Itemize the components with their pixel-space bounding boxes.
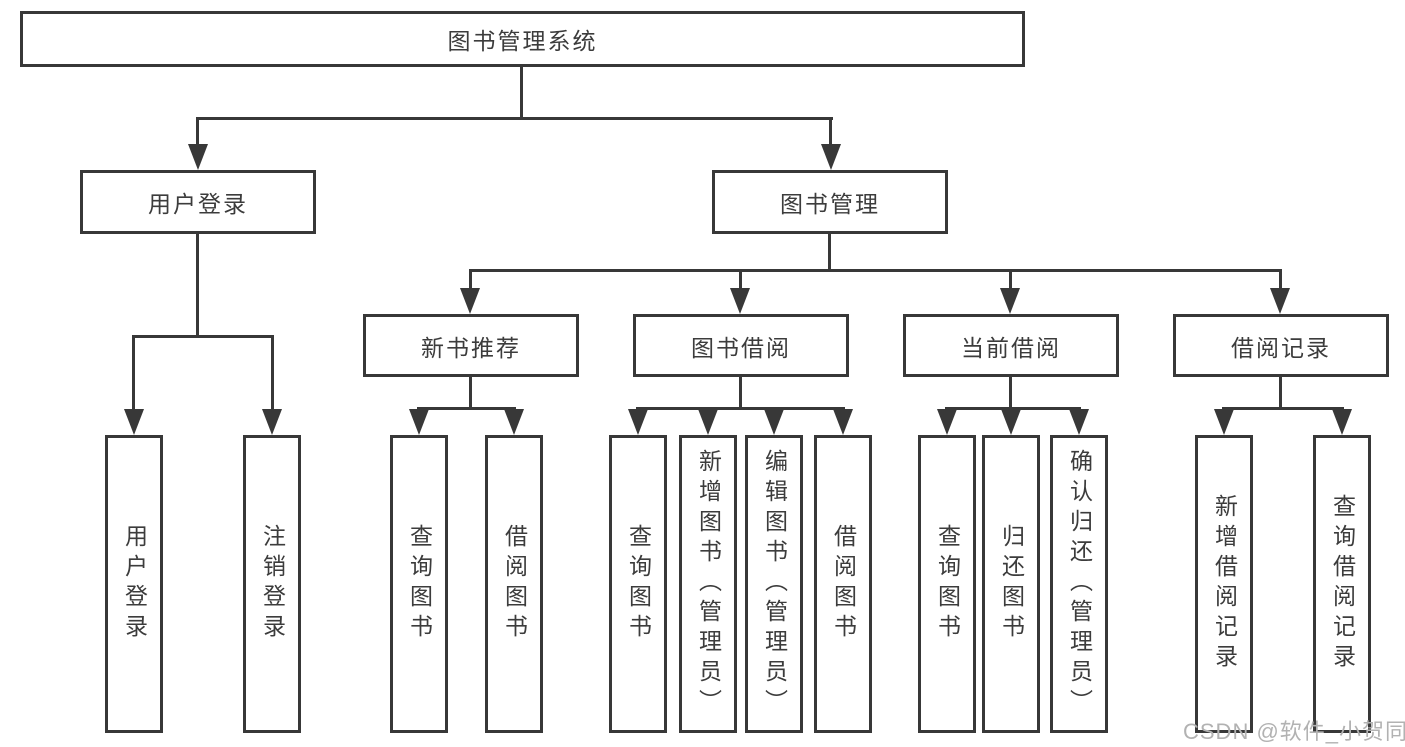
leaf-query-books-current-label: 查询图书 bbox=[934, 524, 961, 644]
arrowhead-leaf-9 bbox=[1069, 409, 1089, 435]
leaf-confirm-return-admin-label: 确认归还（管理员） bbox=[1066, 449, 1093, 719]
leaf-confirm-return-admin: 确认归还（管理员） bbox=[1050, 435, 1108, 733]
arrowhead-leaf-login bbox=[124, 409, 144, 435]
arrowhead-leaf-2 bbox=[504, 409, 524, 435]
leaf-query-books-newbook: 查询图书 bbox=[390, 435, 448, 733]
leaf-borrow-books-newbook: 借阅图书 bbox=[485, 435, 543, 733]
arrowhead-leaf-6 bbox=[833, 409, 853, 435]
leaf-logout: 注销登录 bbox=[243, 435, 301, 733]
node-new-book-recommend: 新书推荐 bbox=[363, 314, 579, 377]
leaf-query-borrow-record-label: 查询借阅记录 bbox=[1329, 494, 1356, 674]
node-borrow-records-label: 借阅记录 bbox=[1231, 334, 1331, 361]
leaf-add-borrow-record: 新增借阅记录 bbox=[1195, 435, 1253, 733]
csdn-watermark: CSDN @软件_小贺同学 bbox=[1183, 719, 1405, 744]
connector-shaft-leaf-logout bbox=[271, 335, 274, 411]
node-borrow-records: 借阅记录 bbox=[1173, 314, 1389, 377]
leaf-add-book-admin: 新增图书（管理员） bbox=[679, 435, 737, 733]
leaf-query-books-borrow: 查询图书 bbox=[609, 435, 667, 733]
connector-branch-records bbox=[1222, 407, 1344, 410]
connector-book-borrow-stem bbox=[739, 377, 742, 409]
connector-shaft-current-borrow bbox=[1009, 269, 1012, 290]
leaf-user-login-label: 用户登录 bbox=[121, 524, 148, 644]
arrowhead-user-login bbox=[188, 144, 208, 170]
arrowhead-leaf-7 bbox=[937, 409, 957, 435]
connector-shaft-records bbox=[1279, 269, 1282, 290]
node-user-login-label: 用户登录 bbox=[148, 191, 248, 217]
arrowhead-current-borrow bbox=[1000, 288, 1020, 314]
arrowhead-leaf-1 bbox=[409, 409, 429, 435]
arrowhead-leaf-4 bbox=[698, 409, 718, 435]
connector-branch-top bbox=[197, 117, 833, 120]
connector-new-book-stem bbox=[469, 377, 472, 409]
connector-book-mgmt-stem bbox=[828, 234, 831, 272]
node-new-book-recommend-label: 新书推荐 bbox=[421, 334, 521, 361]
connector-current-borrow-stem bbox=[1009, 377, 1012, 409]
leaf-edit-book-admin-label: 编辑图书（管理员） bbox=[761, 449, 788, 719]
connector-shaft-new-book bbox=[469, 269, 472, 290]
leaf-return-book-label: 归还图书 bbox=[998, 524, 1025, 644]
leaf-return-book: 归还图书 bbox=[982, 435, 1040, 733]
leaf-query-books-borrow-label: 查询图书 bbox=[625, 524, 652, 644]
leaf-user-login: 用户登录 bbox=[105, 435, 163, 733]
connector-shaft-book-mgmt bbox=[829, 117, 832, 149]
node-user-login: 用户登录 bbox=[80, 170, 316, 234]
connector-branch-user-login bbox=[132, 335, 274, 338]
connector-branch-new-book bbox=[417, 407, 516, 410]
leaf-add-book-admin-label: 新增图书（管理员） bbox=[695, 449, 722, 719]
arrowhead-leaf-logout bbox=[262, 409, 282, 435]
connector-branch-book-borrow bbox=[636, 407, 845, 410]
leaf-query-books-newbook-label: 查询图书 bbox=[406, 524, 433, 644]
arrowhead-leaf-5 bbox=[764, 409, 784, 435]
node-current-borrow: 当前借阅 bbox=[903, 314, 1119, 377]
connector-records-stem bbox=[1279, 377, 1282, 409]
leaf-borrow-books: 借阅图书 bbox=[814, 435, 872, 733]
node-book-borrow-label: 图书借阅 bbox=[691, 334, 791, 361]
node-book-management: 图书管理 bbox=[712, 170, 948, 234]
connector-shaft-user-login bbox=[196, 117, 199, 149]
connector-user-login-stem bbox=[196, 234, 199, 337]
node-current-borrow-label: 当前借阅 bbox=[961, 334, 1061, 361]
connector-branch-current-borrow bbox=[945, 407, 1081, 410]
connector-shaft-leaf-login bbox=[132, 335, 135, 411]
node-root: 图书管理系统 bbox=[20, 11, 1025, 67]
leaf-query-books-current: 查询图书 bbox=[918, 435, 976, 733]
arrowhead-leaf-3 bbox=[628, 409, 648, 435]
arrowhead-leaf-11 bbox=[1332, 409, 1352, 435]
connector-shaft-book-borrow bbox=[739, 269, 742, 290]
connector-branch-level3 bbox=[469, 269, 1282, 272]
node-book-borrow: 图书借阅 bbox=[633, 314, 849, 377]
node-book-management-label: 图书管理 bbox=[780, 191, 880, 217]
leaf-add-borrow-record-label: 新增借阅记录 bbox=[1211, 494, 1238, 674]
arrowhead-records bbox=[1270, 288, 1290, 314]
node-root-label: 图书管理系统 bbox=[447, 28, 598, 54]
leaf-logout-label: 注销登录 bbox=[259, 524, 286, 644]
arrowhead-book-mgmt bbox=[821, 144, 841, 170]
arrowhead-book-borrow bbox=[730, 288, 750, 314]
arrowhead-leaf-8 bbox=[1001, 409, 1021, 435]
leaf-borrow-books-label: 借阅图书 bbox=[830, 524, 857, 644]
leaf-edit-book-admin: 编辑图书（管理员） bbox=[745, 435, 803, 733]
arrowhead-new-book bbox=[460, 288, 480, 314]
leaf-borrow-books-newbook-label: 借阅图书 bbox=[501, 524, 528, 644]
arrowhead-leaf-10 bbox=[1214, 409, 1234, 435]
leaf-query-borrow-record: 查询借阅记录 bbox=[1313, 435, 1371, 733]
connector-root-stem bbox=[520, 67, 523, 119]
